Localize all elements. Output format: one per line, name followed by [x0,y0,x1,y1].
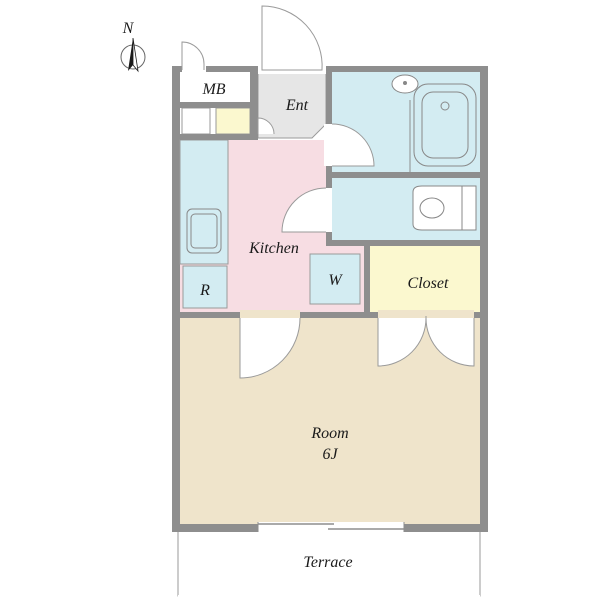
room-label: Room [310,425,348,442]
sink-icon [186,208,222,254]
washbasin-icon [391,74,419,94]
terrace: Terrace [177,527,481,597]
refrigerator-label: R [199,282,210,299]
mb-label: MB [201,81,225,98]
room-door-icon [239,310,301,379]
entrance-door-icon [258,5,326,74]
room-main: Room 6J [180,318,480,524]
toilet-icon [412,185,477,231]
bathtub-icon [413,83,477,167]
kitchen-label: Kitchen [248,240,299,257]
room-size-label: 6J [322,446,338,463]
toilet-room [332,178,480,240]
closet-label: Closet [408,275,449,292]
mb-door-icon [181,41,206,74]
washer-space: W [309,253,361,305]
bathroom-door-icon [324,123,375,167]
storage-door-icon [257,117,275,135]
shoe-storage [215,107,251,135]
closet-doors-icon [377,310,475,367]
washer-label: W [328,272,343,289]
small-storage [181,107,211,135]
closet: Closet [370,246,480,312]
entrance-label: Ent [285,97,309,114]
toilet-door-icon [281,187,332,233]
terrace-window-icon [257,522,405,532]
mb-storage: MB [180,72,251,135]
refrigerator-space: R [182,265,228,309]
room-floor [180,318,480,524]
compass: N [120,20,146,73]
terrace-label: Terrace [303,554,352,571]
north-arrow-icon [120,37,146,73]
compass-north-label: N [122,20,135,37]
